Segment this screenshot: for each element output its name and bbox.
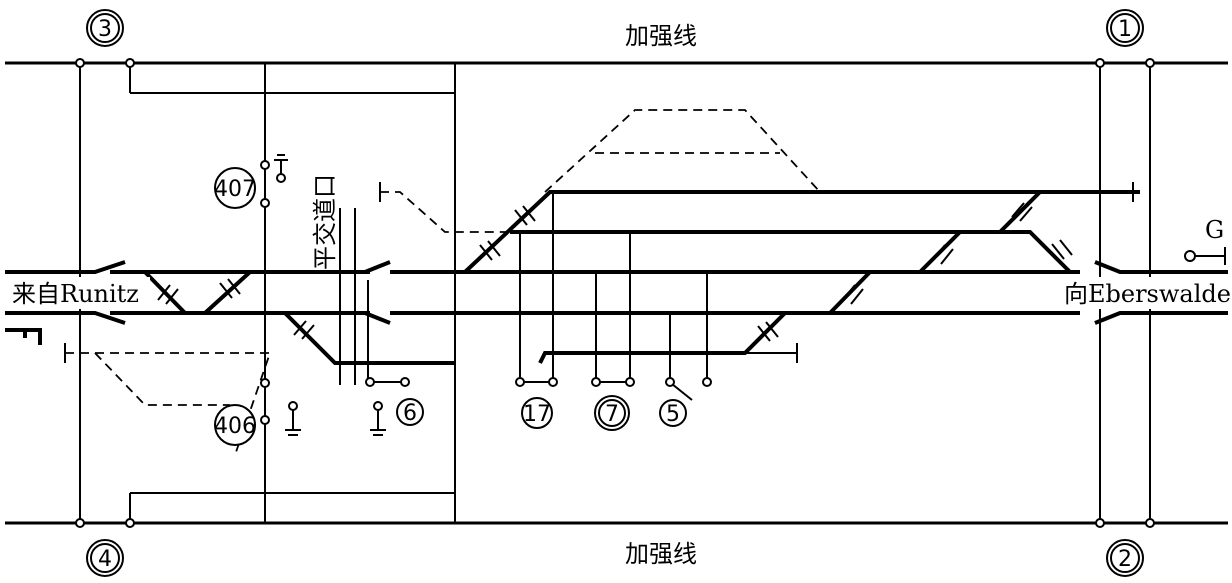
insulator [1051, 243, 1065, 260]
switch-contact [260, 198, 270, 208]
dashed-siding-hump [544, 109, 821, 193]
junction [125, 58, 135, 68]
switch-contact [665, 377, 675, 387]
to-eberswalde-label: 向Eberswalde [1064, 280, 1231, 308]
junction [1145, 518, 1155, 528]
dashed-siding-top [380, 191, 515, 233]
junction [75, 518, 85, 528]
reinforcement-label-top: 加强线 [625, 22, 697, 50]
siding-upper-second [510, 230, 1072, 274]
node-1-inner-circle [1110, 13, 1140, 43]
switch-contact [400, 377, 410, 387]
node-3-label: 3 [98, 17, 112, 42]
node-17-label: 17 [523, 402, 551, 427]
node-406-label: 406 [214, 414, 256, 439]
insulator [157, 284, 171, 301]
ground-contact [288, 401, 298, 411]
node-17-circle [521, 397, 553, 429]
level-crossing-label: 平交道口 [311, 174, 339, 270]
junction [1095, 58, 1105, 68]
node-6-circle [396, 398, 424, 426]
dashed-siding-bottom-curve [94, 352, 230, 406]
switch-contact [515, 377, 525, 387]
insulator [1011, 202, 1025, 218]
switch-contact [625, 377, 635, 387]
reinforcement-label-bottom: 加强线 [625, 540, 697, 568]
insulator [940, 248, 954, 265]
node-2-inner-circle [1110, 543, 1140, 573]
main-track-upper [5, 260, 1228, 274]
to-eberswalde-bg [1060, 277, 1228, 309]
node-407-label: 407 [214, 177, 256, 202]
insulator [850, 288, 864, 305]
node-1-label: 1 [1118, 17, 1132, 42]
insulator [842, 284, 856, 301]
insulator [757, 325, 771, 342]
junction [75, 58, 85, 68]
switch-contact [260, 415, 270, 425]
insulator [479, 244, 493, 261]
ground-contact [276, 173, 286, 183]
junction [1095, 518, 1105, 528]
switch-contact [260, 160, 270, 170]
switch-contact [365, 377, 375, 387]
siding-upper-right [463, 190, 1140, 274]
node-5-circle [659, 399, 687, 427]
main-track-lower [5, 311, 1228, 325]
switch-contact [702, 377, 712, 387]
insulator [219, 282, 233, 299]
insulator [227, 278, 241, 295]
ground-contact [373, 401, 383, 411]
from-runitz-bg [8, 277, 150, 309]
insulator [487, 240, 501, 257]
siding-lower-right [538, 311, 787, 364]
node-7-label: 7 [605, 402, 619, 427]
node-5-label: 5 [666, 402, 680, 427]
switch-contact [591, 377, 601, 387]
insulator [1059, 239, 1073, 256]
insulator [932, 244, 946, 261]
from-runitz-label: 来自Runitz [12, 280, 139, 308]
node-6-label: 6 [403, 401, 417, 426]
signal-g-label: G [1205, 216, 1224, 244]
siding-link-upper [998, 190, 1042, 234]
insulator [1019, 206, 1033, 222]
node-4-label: 4 [98, 547, 112, 572]
switch-contact [260, 378, 270, 388]
insulator [301, 324, 315, 340]
switch-contact [548, 377, 558, 387]
siding-lower-left [283, 311, 455, 365]
junction [125, 518, 135, 528]
insulator [293, 320, 307, 336]
insulator [522, 205, 536, 222]
insulator [765, 321, 779, 338]
junction [1145, 58, 1155, 68]
node-3-inner-circle [90, 13, 120, 43]
insulator [165, 288, 179, 305]
signal-g-lamp [1184, 250, 1196, 262]
insulator [514, 209, 528, 226]
switch-5-blade [671, 383, 693, 401]
node-2-label: 2 [1118, 547, 1132, 572]
key-symbol [5, 328, 42, 345]
node-7-inner-circle [598, 399, 626, 427]
node-4-inner-circle [90, 543, 120, 573]
node-406-circle [214, 404, 256, 446]
node-407-circle [214, 167, 256, 209]
